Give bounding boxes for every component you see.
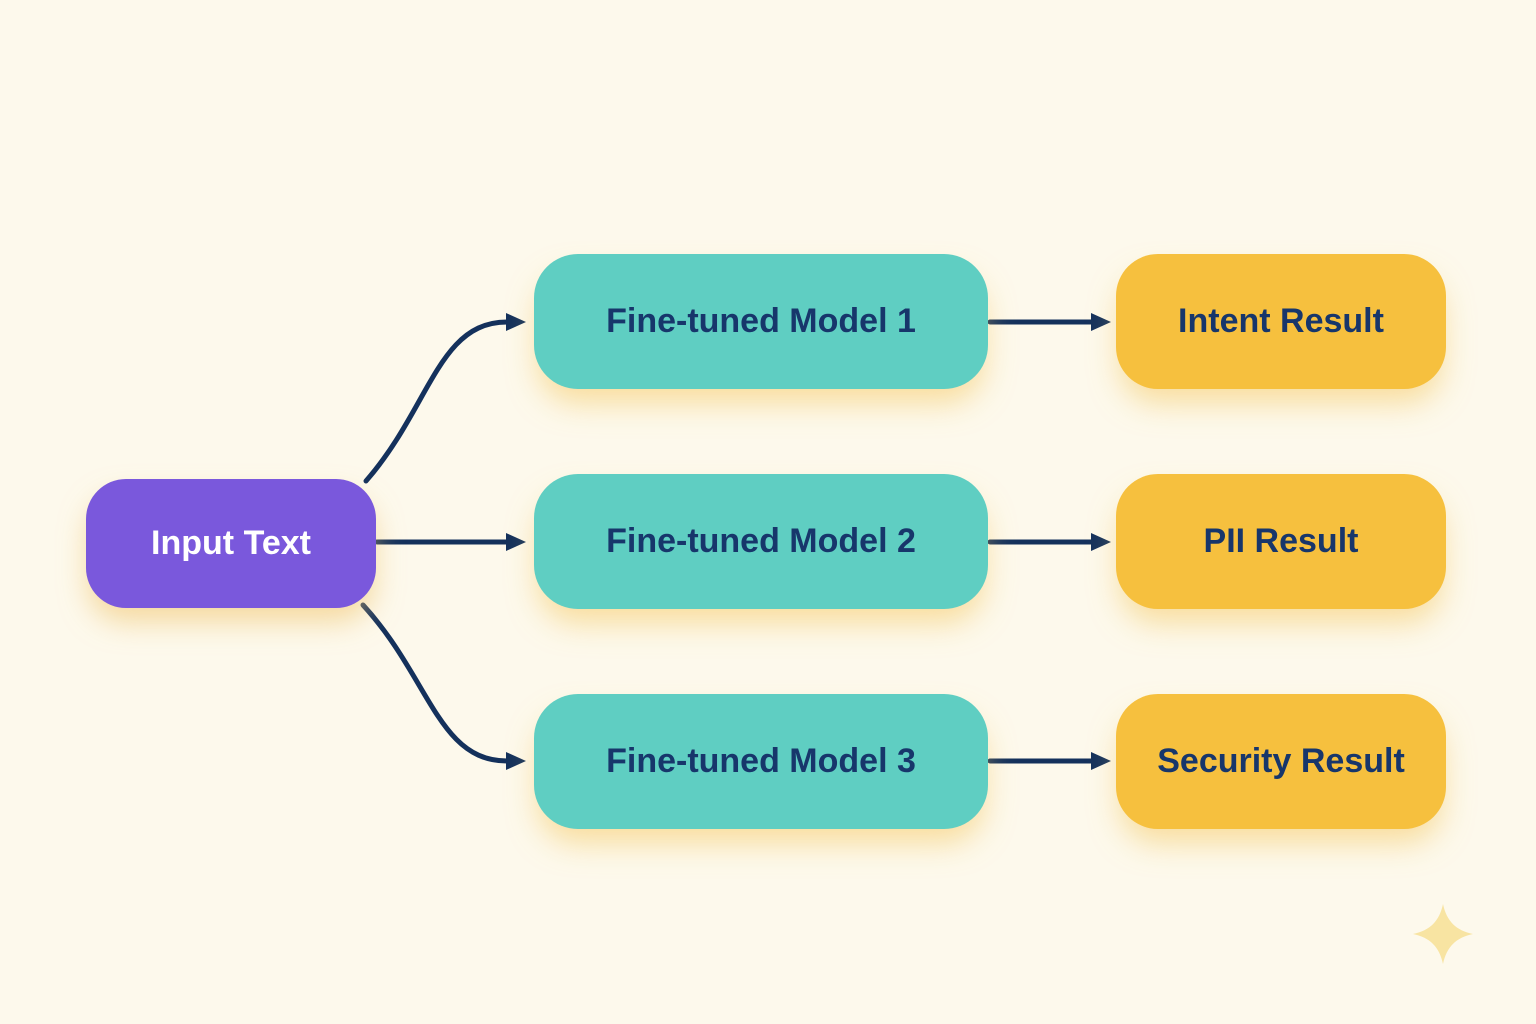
node-intent-result-label: Intent Result [1178, 302, 1384, 340]
node-intent-result: Intent Result [1116, 254, 1446, 389]
node-security-result-label: Security Result [1157, 742, 1405, 780]
node-security-result: Security Result [1116, 694, 1446, 829]
node-fine-tuned-model-1: Fine-tuned Model 1 [534, 254, 988, 389]
edge-input-to-model3 [360, 602, 526, 770]
node-pii-result: PII Result [1116, 474, 1446, 609]
node-fine-tuned-model-3: Fine-tuned Model 3 [534, 694, 988, 829]
node-input-text-label: Input Text [151, 524, 311, 562]
node-fine-tuned-model-2: Fine-tuned Model 2 [534, 474, 988, 609]
edge-input-to-model1 [363, 313, 526, 484]
node-fine-tuned-model-2-label: Fine-tuned Model 2 [606, 522, 916, 560]
node-fine-tuned-model-1-label: Fine-tuned Model 1 [606, 302, 916, 340]
node-fine-tuned-model-3-label: Fine-tuned Model 3 [606, 742, 916, 780]
node-input-text: Input Text [86, 479, 376, 608]
node-pii-result-label: PII Result [1203, 522, 1359, 560]
sparkle-icon [1413, 904, 1473, 964]
sparkle-icon-shape [1413, 904, 1473, 964]
